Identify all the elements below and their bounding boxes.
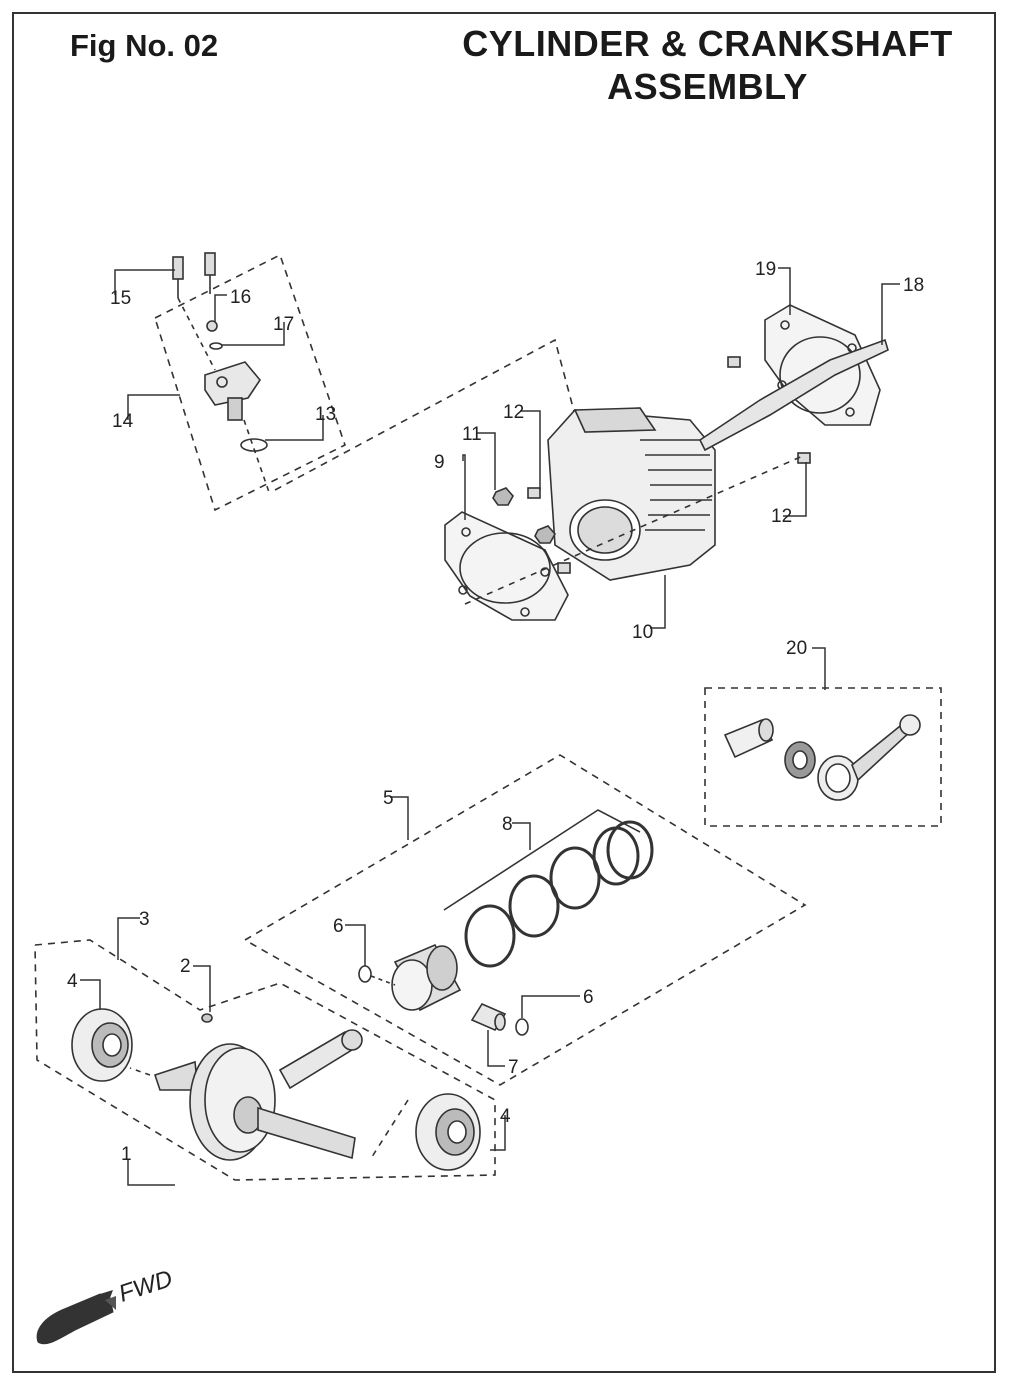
crankshaft-group-outline xyxy=(34,939,496,1181)
crankshaft-1 xyxy=(153,1029,363,1161)
part-label-8: 8 xyxy=(502,814,513,835)
piston-group-outline xyxy=(244,754,807,1086)
woodruff-key-2 xyxy=(201,1013,213,1023)
part-label-6a: 6 xyxy=(333,916,344,937)
part-label-9: 9 xyxy=(434,452,445,473)
part-labels: 15 16 17 14 13 12 11 9 12 10 19 18 20 5 … xyxy=(67,259,924,1165)
piston-6 xyxy=(391,943,462,1012)
part-label-5: 5 xyxy=(383,788,394,809)
conrod-kit-outline xyxy=(704,687,942,827)
part-label-20: 20 xyxy=(786,638,807,659)
page-title: CYLINDER & CRANKSHAFT ASSEMBLY xyxy=(430,22,985,108)
nut-11 xyxy=(492,487,556,544)
part-label-12b: 12 xyxy=(771,506,792,527)
bolt-15b xyxy=(204,252,216,294)
part-label-10: 10 xyxy=(632,622,653,643)
part-label-4a: 4 xyxy=(67,971,78,992)
conrod-kit xyxy=(817,714,921,801)
part-label-14: 14 xyxy=(112,411,134,432)
part-label-13: 13 xyxy=(315,404,336,425)
forward-arrow-icon xyxy=(36,1290,116,1345)
tensioner-body xyxy=(204,361,261,421)
dowel-pin-12 xyxy=(527,356,811,574)
title-line-2: ASSEMBLY xyxy=(607,66,808,107)
oring-17 xyxy=(209,342,223,350)
piston-pin-7 xyxy=(470,1002,507,1032)
part-label-17: 17 xyxy=(273,314,294,335)
needle-bearing-kit xyxy=(784,741,816,779)
title-line-1: CYLINDER & CRANKSHAFT xyxy=(462,23,953,64)
part-label-1: 1 xyxy=(121,1144,132,1165)
part-label-11: 11 xyxy=(462,424,482,445)
part-label-3: 3 xyxy=(139,909,150,930)
part-label-12a: 12 xyxy=(503,402,524,423)
tensioner-group-outline xyxy=(154,253,346,512)
part-label-19: 19 xyxy=(755,259,776,280)
figure-number: Fig No. 02 xyxy=(70,28,219,63)
washer-16 xyxy=(206,320,218,332)
chain-guide-18 xyxy=(698,338,889,452)
bolt-15a xyxy=(172,256,184,298)
piston-ring-8 xyxy=(443,809,654,968)
cylinder-gasket-9 xyxy=(444,511,569,621)
part-label-4b: 4 xyxy=(500,1106,511,1127)
part-label-2: 2 xyxy=(180,956,191,977)
part-label-18: 18 xyxy=(903,275,924,296)
bearing-4b xyxy=(415,1093,481,1171)
bearing-4a xyxy=(71,1008,133,1082)
page-border xyxy=(12,12,996,1373)
leader-lines xyxy=(80,267,900,1186)
piston-pin-kit xyxy=(723,718,774,759)
part-label-7: 7 xyxy=(508,1057,519,1078)
part-label-16: 16 xyxy=(230,287,251,308)
forward-label: FWD xyxy=(116,1265,176,1308)
part-label-15: 15 xyxy=(110,288,131,309)
cylinder-10 xyxy=(547,407,716,581)
part-label-6b: 6 xyxy=(583,987,594,1008)
